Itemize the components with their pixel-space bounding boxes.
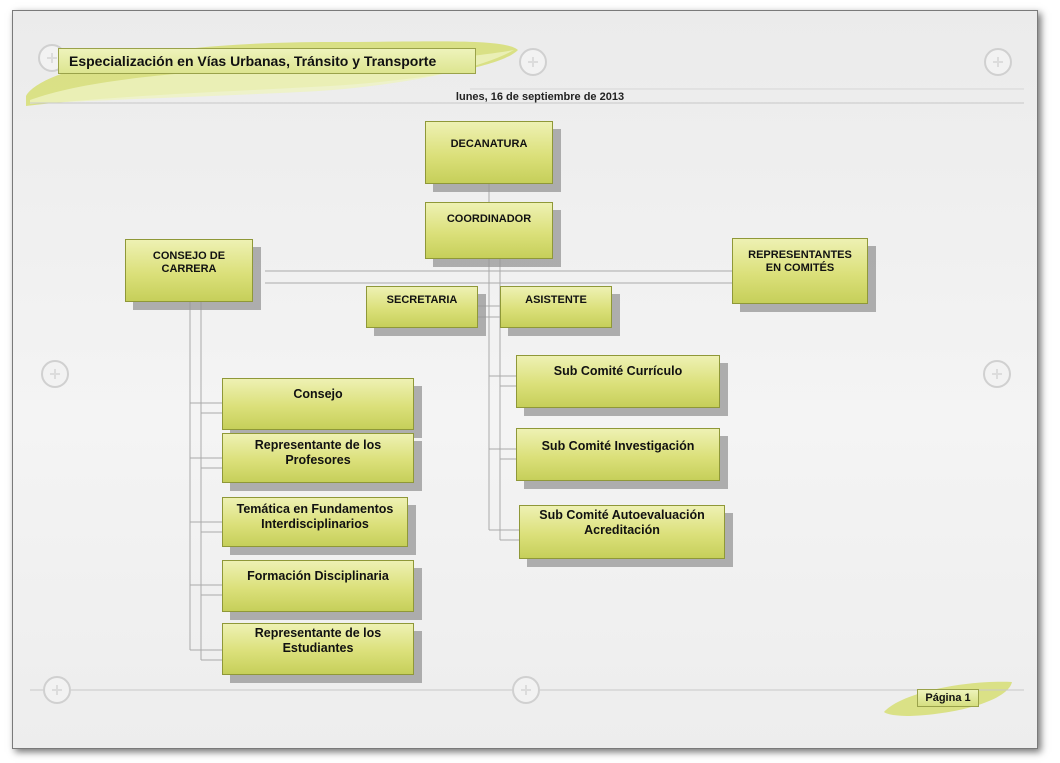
node-label: Representante de los: [254, 626, 382, 640]
node-label: Sub Comité Autoevaluación: [539, 508, 705, 522]
node-asistente: ASISTENTE: [500, 286, 612, 328]
node-label: Profesores: [285, 453, 351, 467]
node-formacion-disciplinaria: Formación Disciplinaria: [222, 560, 414, 612]
connector-lines: [189, 184, 732, 661]
node-label: CARRERA: [161, 263, 217, 275]
node-label: Representante de los: [254, 438, 382, 452]
node-coordinador: COORDINADOR: [425, 202, 553, 259]
node-consejo: Consejo: [222, 378, 414, 430]
node-label: REPRESENTANTES: [748, 249, 852, 261]
node-consejo-carrera: CONSEJO DE CARRERA: [125, 239, 253, 302]
node-label: CONSEJO DE: [152, 250, 226, 262]
node-label: Consejo: [293, 387, 343, 401]
node-label: COORDINADOR: [446, 213, 532, 225]
document-title: Especialización en Vías Urbanas, Tránsit…: [58, 48, 476, 74]
node-subcomite-curriculo: Sub Comité Currículo: [516, 355, 720, 408]
node-label: Temática en Fundamentos: [236, 502, 394, 516]
node-label: ASISTENTE: [525, 294, 587, 306]
node-label: Formación Disciplinaria: [247, 569, 389, 583]
page-number: Página 1: [917, 689, 979, 707]
node-label: Sub Comité Currículo: [553, 364, 683, 378]
node-decanatura: DECANATURA: [425, 121, 553, 184]
node-tematica-fundamentos: Temática en Fundamentos Interdisciplinar…: [222, 497, 408, 547]
node-label: SECRETARIA: [386, 294, 458, 306]
report-date: lunes, 16 de septiembre de 2013: [455, 91, 625, 103]
node-representantes-comites: REPRESENTANTES EN COMITÉS: [732, 238, 868, 304]
node-secretaria: SECRETARIA: [366, 286, 478, 328]
node-label: Acreditación: [584, 523, 660, 537]
node-label: DECANATURA: [450, 138, 528, 150]
node-label: Sub Comité Investigación: [541, 439, 695, 453]
node-label: Estudiantes: [282, 641, 354, 655]
node-label: EN COMITÉS: [765, 262, 835, 274]
node-subcomite-investigacion: Sub Comité Investigación: [516, 428, 720, 481]
node-label: Interdisciplinarios: [261, 517, 369, 531]
node-representante-estudiantes: Representante de los Estudiantes: [222, 623, 414, 675]
node-representante-profesores: Representante de los Profesores: [222, 433, 414, 483]
node-subcomite-autoevaluacion: Sub Comité Autoevaluación Acreditación: [519, 505, 725, 559]
